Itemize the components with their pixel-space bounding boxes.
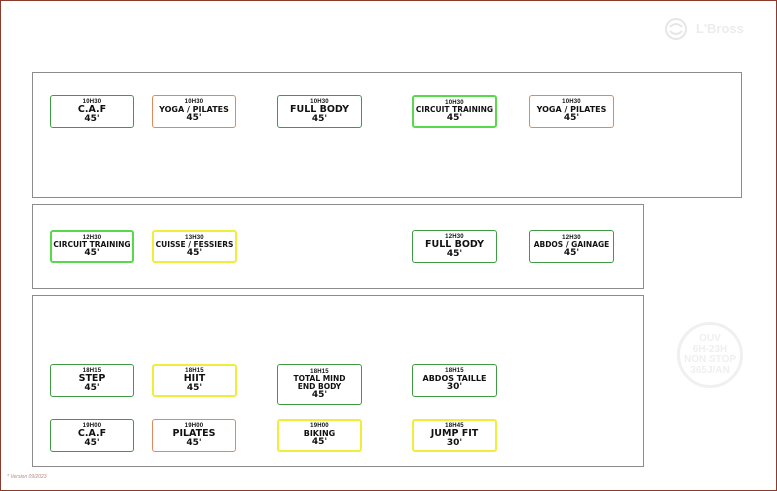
class-duration: 45' bbox=[563, 247, 580, 258]
class-duration: 45' bbox=[563, 113, 580, 124]
class-name-line2: END BODY bbox=[297, 381, 342, 391]
class-duration: 45' bbox=[311, 389, 328, 400]
class-name: CIRCUIT TRAINING bbox=[415, 104, 494, 114]
class-time: 18H15 bbox=[185, 367, 204, 374]
class-name: CUISSE / FESSIERS bbox=[155, 239, 234, 249]
class-name: YOGA / PILATES bbox=[536, 104, 607, 114]
class-card[interactable]: 12H30 ABDOS / GAINAGE 45' bbox=[529, 230, 614, 263]
class-name: BIKING bbox=[303, 428, 336, 438]
class-time: 10H30 bbox=[82, 98, 102, 105]
class-card[interactable]: 19H00 PILATES 45' bbox=[152, 419, 236, 452]
class-name: FULL BODY bbox=[289, 103, 349, 115]
brand-logo: L'Bross bbox=[664, 17, 764, 41]
class-time: 19H00 bbox=[310, 423, 329, 430]
class-card[interactable]: 10H30 CIRCUIT TRAINING 45' bbox=[412, 95, 497, 128]
class-card[interactable]: 10H30 FULL BODY 45' bbox=[277, 95, 362, 128]
class-card[interactable]: 18H45 JUMP FIT 30' bbox=[412, 419, 497, 452]
class-name: TOTAL MIND bbox=[293, 374, 346, 384]
class-name: YOGA / PILATES bbox=[159, 104, 229, 114]
class-duration: 45' bbox=[186, 437, 202, 448]
class-card[interactable]: 12H30 CIRCUIT TRAINING 45' bbox=[50, 230, 134, 263]
class-time: 13H30 bbox=[185, 234, 204, 241]
class-time: 10H30 bbox=[445, 99, 464, 106]
morning-panel bbox=[32, 72, 742, 198]
class-card[interactable]: 18H15 TOTAL MIND END BODY 45' bbox=[277, 364, 362, 405]
brand-logo-icon bbox=[665, 18, 687, 40]
class-card[interactable]: 10H30 YOGA / PILATES 45' bbox=[529, 95, 614, 128]
class-duration: 30' bbox=[446, 382, 463, 393]
class-time: 18H15 bbox=[310, 368, 329, 375]
class-name: PILATES bbox=[172, 427, 216, 439]
class-time: 12H30 bbox=[82, 234, 102, 241]
class-card[interactable]: 18H15 STEP 45' bbox=[50, 364, 134, 397]
version-text: Version 09/2023 bbox=[10, 474, 47, 480]
class-name: ABDOS / GAINAGE bbox=[533, 239, 610, 249]
class-card[interactable]: 18H15 HIIT 45' bbox=[152, 364, 237, 397]
class-card[interactable]: 18H15 ABDOS TAILLE 30' bbox=[412, 364, 497, 397]
class-time: 10H30 bbox=[562, 99, 581, 106]
badge-line: 365J/AN bbox=[690, 364, 730, 376]
class-time: 19H00 bbox=[184, 422, 204, 429]
class-duration: 45' bbox=[446, 248, 463, 259]
class-duration: 45' bbox=[186, 113, 202, 124]
class-time: 19H00 bbox=[82, 422, 102, 429]
class-duration: 45' bbox=[84, 437, 100, 448]
class-time: 18H45 bbox=[445, 422, 464, 429]
badge-line: OUV bbox=[699, 333, 721, 344]
class-name: HIIT bbox=[183, 372, 206, 384]
class-duration: 45' bbox=[84, 113, 100, 124]
class-name: STEP bbox=[78, 372, 106, 384]
class-card[interactable]: 19H00 C.A.F 45' bbox=[50, 419, 134, 452]
class-duration: 45' bbox=[446, 112, 463, 123]
class-card[interactable]: 10H30 C.A.F 45' bbox=[50, 95, 134, 128]
class-card[interactable]: 19H00 BIKING 45' bbox=[277, 419, 362, 452]
class-name: C.A.F bbox=[77, 427, 107, 439]
class-card[interactable]: 10H30 YOGA / PILATES 45' bbox=[152, 95, 236, 128]
class-time: 12H30 bbox=[445, 233, 464, 240]
badge-line: NON STOP bbox=[683, 354, 737, 365]
class-duration: 45' bbox=[84, 382, 100, 393]
opening-hours-badge: OUV 6H-23H NON STOP 365J/AN bbox=[677, 322, 743, 388]
class-duration: 45' bbox=[311, 113, 328, 124]
class-duration: 45' bbox=[186, 247, 203, 258]
version-label: * Version 09/2023 bbox=[7, 474, 47, 480]
brand-logo-text: L'Bross bbox=[696, 21, 744, 36]
class-name: CIRCUIT TRAINING bbox=[53, 239, 131, 249]
class-card[interactable]: 12H30 FULL BODY 45' bbox=[412, 230, 497, 263]
class-time: 10H30 bbox=[310, 98, 329, 105]
class-name: JUMP FIT bbox=[430, 427, 479, 439]
badge-line: 6H-23H bbox=[692, 343, 728, 355]
class-time: 12H30 bbox=[562, 234, 581, 241]
class-card[interactable]: 13H30 CUISSE / FESSIERS 45' bbox=[152, 230, 237, 263]
class-duration: 45' bbox=[311, 437, 328, 448]
class-time: 18H15 bbox=[82, 367, 102, 374]
class-time: 18H15 bbox=[445, 368, 464, 375]
class-name: C.A.F bbox=[77, 103, 107, 115]
class-time: 10H30 bbox=[184, 99, 204, 106]
class-name: ABDOS TAILLE bbox=[422, 373, 487, 383]
class-name: FULL BODY bbox=[424, 238, 484, 250]
class-duration: 45' bbox=[186, 382, 203, 393]
class-duration: 30' bbox=[446, 437, 463, 448]
class-duration: 45' bbox=[84, 247, 100, 258]
